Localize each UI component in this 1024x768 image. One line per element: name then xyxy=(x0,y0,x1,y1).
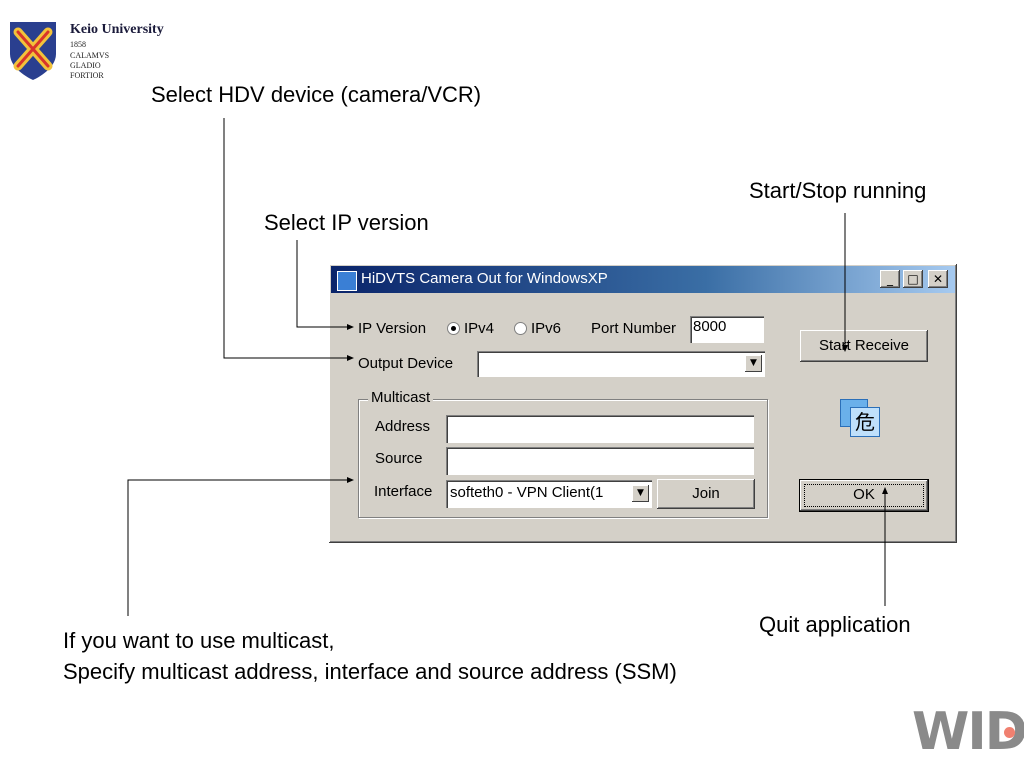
interface-value: softeth0 - VPN Client(1 xyxy=(450,484,604,501)
keio-logo-motto-3: FORTIOR xyxy=(70,71,104,80)
keio-university-name: Keio University xyxy=(70,22,164,37)
maximize-button[interactable]: □ xyxy=(903,270,923,288)
annotation-hdv-device: Select HDV device (camera/VCR) xyxy=(151,82,482,107)
address-label: Address xyxy=(375,418,431,435)
keio-logo-motto-1: CALAMVS xyxy=(70,51,110,60)
multicast-group xyxy=(358,399,768,518)
source-input[interactable] xyxy=(446,447,754,475)
chevron-down-icon[interactable]: ▼ xyxy=(745,355,762,372)
multicast-legend: Multicast xyxy=(368,389,434,406)
source-label: Source xyxy=(375,450,423,467)
ipv4-radio[interactable] xyxy=(447,322,460,335)
window-app-icon xyxy=(337,271,357,291)
app-status-icon: 危 xyxy=(840,399,880,437)
interface-label: Interface xyxy=(374,483,433,500)
app-icon-glyph: 危 xyxy=(850,407,880,437)
window-titlebar[interactable] xyxy=(331,266,955,293)
join-button[interactable]: Join xyxy=(657,479,755,509)
ipv4-label[interactable]: IPv4 xyxy=(464,320,495,337)
annotation-ip-version: Select IP version xyxy=(264,210,429,235)
address-input[interactable] xyxy=(446,415,754,443)
keio-shield-icon xyxy=(10,22,56,80)
annotation-multicast-line1: If you want to use multicast, xyxy=(63,628,335,653)
ipv6-radio[interactable] xyxy=(514,322,527,335)
window-title: HiDVTS Camera Out for WindowsXP xyxy=(361,270,608,287)
keio-logo-motto-2: GLADIO xyxy=(70,61,101,70)
annotation-quit: Quit application xyxy=(759,612,911,637)
output-device-select[interactable]: ▼ xyxy=(477,351,765,377)
port-number-input[interactable]: 8000 xyxy=(690,316,764,343)
annotation-start-stop: Start/Stop running xyxy=(749,178,927,203)
port-number-label: Port Number xyxy=(591,320,677,337)
chevron-down-icon[interactable]: ▼ xyxy=(632,485,649,502)
ipv6-label[interactable]: IPv6 xyxy=(531,320,562,337)
start-receive-button[interactable]: Start Receive xyxy=(800,330,928,362)
annotation-multicast-line2: Specify multicast address, interface and… xyxy=(63,659,677,684)
wide-logo-dot xyxy=(1004,727,1015,738)
ip-version-label: IP Version xyxy=(358,320,427,337)
minimize-button[interactable]: _ xyxy=(880,270,900,288)
ok-button[interactable]: OK xyxy=(800,480,928,511)
output-device-label: Output Device xyxy=(358,355,454,372)
close-button[interactable]: ✕ xyxy=(928,270,948,288)
interface-select[interactable]: softeth0 - VPN Client(1 ▼ xyxy=(446,480,652,508)
keio-logo-year: 1858 xyxy=(70,40,86,49)
